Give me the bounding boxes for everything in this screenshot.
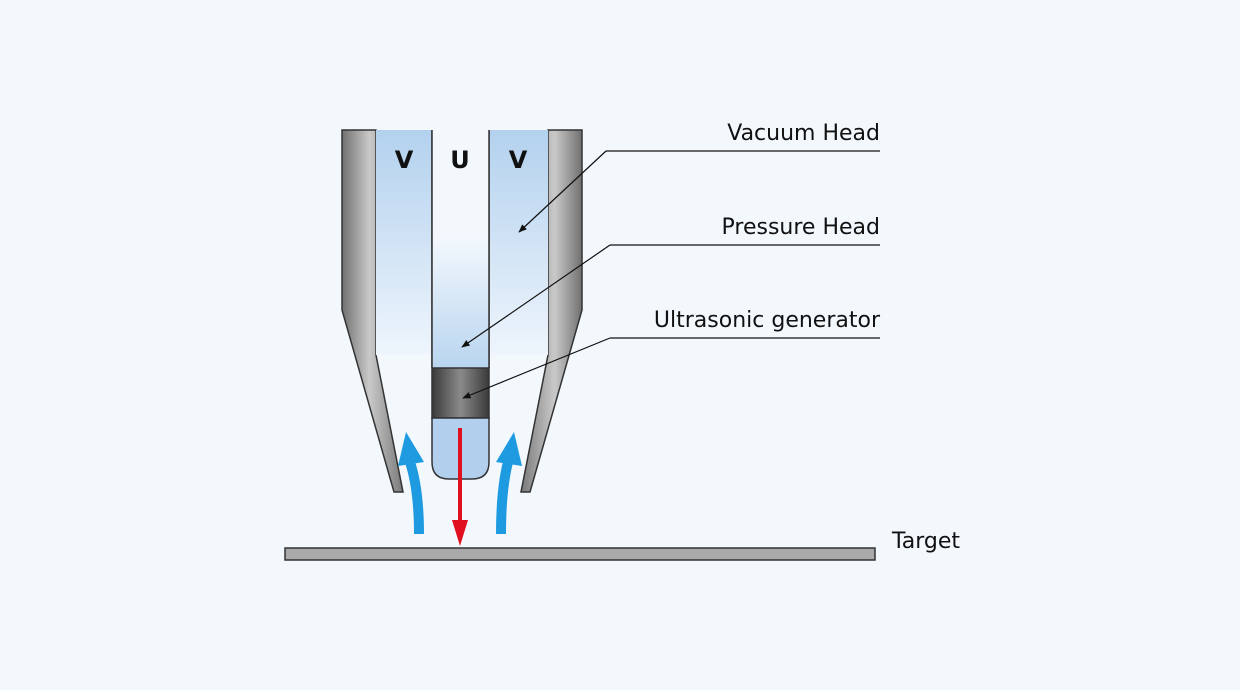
- target-label: Target: [891, 529, 960, 554]
- right-channel-label: V: [509, 146, 528, 174]
- ultrasonic-generator: [431, 367, 490, 419]
- left-channel-label: V: [395, 146, 414, 174]
- right-airflow-arrow-icon: [496, 432, 522, 535]
- pressure-head-label: Pressure Head: [722, 215, 880, 240]
- vacuum-head-label: Vacuum Head: [727, 121, 880, 146]
- pressure-head-channel: [432, 130, 489, 368]
- right-vacuum-channel: [489, 130, 548, 355]
- pressure-head-leader: [461, 244, 880, 348]
- ultrasonic-push-arrow-icon: [452, 428, 468, 546]
- left-airflow-arrow-icon: [398, 432, 424, 535]
- ultrasonic-generator-leader: [462, 337, 880, 399]
- ultrasonic-generator-label: Ultrasonic generator: [654, 308, 881, 333]
- center-channel-label: U: [450, 146, 470, 174]
- left-vacuum-channel: [376, 130, 432, 355]
- target-plate: [284, 547, 876, 561]
- vacuum-head-leader: [518, 150, 880, 233]
